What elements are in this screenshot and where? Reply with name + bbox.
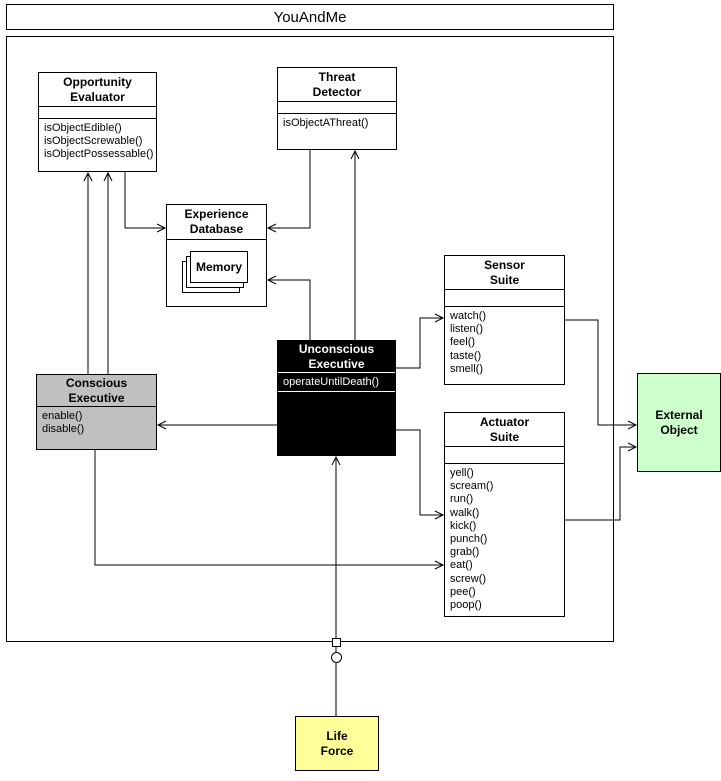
method-label: watch(): [450, 310, 487, 322]
open-arrowhead: [627, 420, 638, 430]
method-label: grab(): [450, 546, 480, 559]
open-arrowhead: [434, 510, 445, 520]
method-label: yell(): [450, 467, 474, 479]
connector-life-force-to-unconscious: [331, 455, 341, 716]
methods-compartment: yell()scream()run()walk()kick()punch()gr…: [445, 464, 564, 612]
connector-unconscious-to-actuator: [396, 429, 445, 520]
class-threat-detector: Threat Detector isObjectAThreat(): [277, 67, 397, 150]
class-title: Unconscious Executive: [278, 341, 395, 373]
system-title-bar: YouAndMe: [6, 4, 614, 30]
open-arrowhead: [156, 223, 167, 233]
memory-label: Memory: [195, 260, 242, 274]
method-label: screw(): [450, 572, 487, 585]
class-title: Threat Detector: [278, 68, 396, 102]
method-label: kick(): [450, 519, 477, 532]
methods-compartment: isObjectEdible()isObjectScrewable()isObj…: [39, 119, 156, 162]
open-arrowhead: [434, 313, 445, 323]
class-conscious-executive: Conscious Executive enable()disable(): [36, 374, 157, 450]
methods-compartment: enable()disable(): [37, 407, 156, 436]
method-label: eat(): [450, 559, 473, 572]
method-label: punch(): [450, 533, 488, 546]
connector-conscious-to-opportunity-1: [83, 171, 93, 374]
method-label: smell(): [450, 362, 483, 375]
method-label: operateUntilDeath(): [278, 373, 395, 392]
memory-card-front: Memory: [190, 251, 248, 283]
class-opportunity-evaluator: Opportunity Evaluator isObjectEdible()is…: [38, 72, 157, 172]
class-title: Sensor Suite: [445, 256, 564, 290]
open-arrowhead: [266, 223, 277, 233]
class-unconscious-executive: Unconscious Executive operateUntilDeath(…: [277, 340, 396, 456]
node-life-force: Life Force: [295, 716, 379, 771]
connector-unconscious-to-conscious: [156, 420, 277, 430]
class-actuator-suite: Actuator Suite yell()scream()run()walk()…: [444, 412, 565, 617]
connector-actuator-to-external: [565, 442, 638, 521]
method-label: isObjectPossessable(): [44, 148, 154, 161]
open-arrowhead: [627, 442, 638, 452]
method-label: feel(): [450, 336, 476, 349]
open-arrowhead: [266, 275, 277, 285]
method-label: scream(): [450, 480, 494, 493]
connector-conscious-to-actuator: [94, 450, 445, 570]
open-arrowhead: [83, 171, 93, 182]
node-label: Life Force: [320, 728, 354, 758]
connector-unconscious-to-sensor: [396, 313, 445, 369]
attributes-compartment: [445, 447, 564, 464]
system-boundary-frame: [6, 36, 614, 642]
method-label: enable(): [42, 410, 83, 422]
class-title: Experience Database: [167, 205, 266, 240]
port-square-icon: [332, 638, 341, 647]
open-arrowhead: [434, 560, 445, 570]
class-experience-database: Experience Database Memory: [166, 204, 267, 307]
method-label: poop(): [450, 599, 482, 612]
attributes-compartment: [278, 102, 396, 114]
open-arrowhead: [350, 149, 360, 160]
method-label: listen(): [450, 323, 484, 336]
connector-sensor-to-external: [565, 319, 638, 430]
attributes-compartment: [445, 290, 564, 307]
memory-stack-icon: Memory: [182, 251, 250, 293]
method-label: isObjectScrewable(): [44, 135, 143, 148]
open-arrowhead: [156, 420, 167, 430]
interface-circle-icon: [331, 652, 342, 663]
method-label: walk(): [450, 506, 480, 519]
method-label: pee(): [450, 585, 476, 598]
methods-compartment: watch()listen()feel()taste()smell(): [445, 307, 564, 376]
class-title: Opportunity Evaluator: [39, 73, 156, 107]
system-title: YouAndMe: [273, 8, 347, 26]
node-external-object: External Object: [637, 373, 721, 472]
connector-unconscious-to-experience-db: [266, 275, 311, 340]
method-label: disable(): [42, 423, 85, 436]
method-label: isObjectEdible(): [44, 122, 122, 134]
connector-opportunity-to-experience-db: [124, 172, 167, 233]
method-label: isObjectAThreat(): [283, 117, 369, 129]
class-title: Conscious Executive: [37, 375, 156, 407]
open-arrowhead: [103, 171, 113, 182]
connector-threat-to-experience-db: [266, 150, 311, 233]
attributes-compartment: [39, 107, 156, 119]
class-sensor-suite: Sensor Suite watch()listen()feel()taste(…: [444, 255, 565, 385]
connector-conscious-to-opportunity-2: [103, 171, 113, 374]
method-label: run(): [450, 493, 474, 506]
open-arrowhead: [331, 455, 341, 466]
experience-database-body: Memory: [167, 240, 266, 306]
node-label: External Object: [655, 407, 703, 437]
class-title: Actuator Suite: [445, 413, 564, 447]
method-label: taste(): [450, 349, 482, 362]
methods-compartment: isObjectAThreat(): [278, 114, 396, 130]
connector-unconscious-to-threat: [350, 149, 360, 340]
